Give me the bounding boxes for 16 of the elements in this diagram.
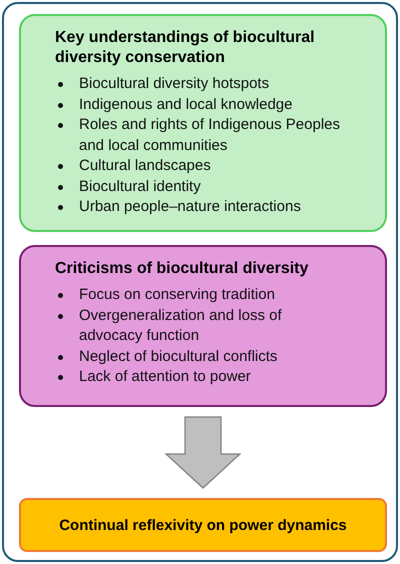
list-item: Urban people–nature interactions	[79, 198, 301, 215]
list-item: Lack of attention to power	[79, 368, 251, 385]
list-item: Indigenous and local knowledge	[79, 96, 292, 112]
list-item: Cultural landscapes	[79, 157, 211, 174]
list-item: Biocultural diversity hotspots	[79, 75, 270, 92]
content-panel	[19, 245, 387, 407]
list-item: Roles and rights of Indigenous Peoples and local communities	[79, 116, 340, 154]
list-item: Focus on conserving tradition	[79, 286, 275, 303]
list-item: Overgeneralization and loss of advocacy function	[79, 306, 282, 344]
content-panel	[19, 14, 387, 232]
result-box: Continual reflexivity on power dynamics	[19, 498, 387, 552]
list-item: Neglect of biocultural conflicts	[79, 348, 278, 364]
list-item: Biocultural identity	[79, 178, 201, 194]
block-arrow	[164, 416, 242, 489]
panel-heading: Criticisms of biocultural diversity	[55, 259, 310, 279]
panel-heading: Key understandings of biocultural diversity conservation	[55, 28, 316, 68]
